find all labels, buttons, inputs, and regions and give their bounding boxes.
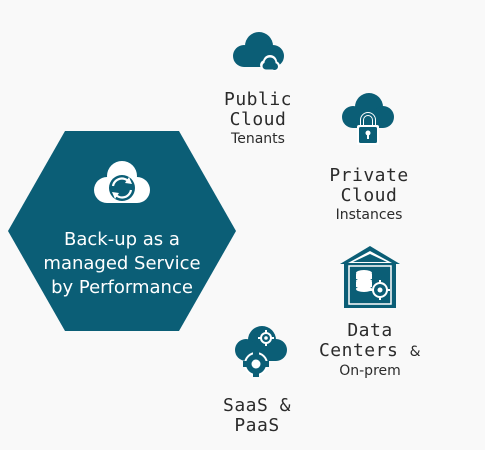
data-centers-title: Data (347, 320, 393, 341)
public-cloud-title: Public (223, 89, 293, 110)
private-cloud-subtitle: Instances (335, 207, 403, 223)
private-cloud-title-2: Cloud (340, 185, 398, 206)
data-centers-label: Data Centers & On-prem (318, 321, 422, 380)
cloud-gears-icon (235, 326, 287, 377)
cloud-icon (233, 32, 284, 71)
central-label-line: Back-up as a (64, 229, 180, 250)
data-centers-ampersand: & (409, 344, 422, 360)
data-centers-title-word: Centers (318, 340, 399, 361)
private-cloud-label: Private Cloud Instances (324, 166, 414, 224)
cloud-lock-icon (342, 93, 394, 145)
saas-paas-label: SaaS & PaaS (212, 396, 302, 436)
cloud-sync-icon (94, 161, 150, 203)
data-centers-title-2: Centers & (318, 341, 422, 362)
public-cloud-subtitle: Tenants (231, 131, 285, 147)
central-label-line: by Performance (51, 277, 193, 298)
central-label: Back-up as a managed Service by Performa… (22, 228, 222, 300)
datacenter-gear-icon (340, 246, 400, 308)
public-cloud-label: Public Cloud Tenants (212, 90, 304, 148)
data-centers-subtitle: On-prem (339, 363, 401, 379)
public-cloud-title-2: Cloud (229, 109, 287, 130)
central-label-line: managed Service (43, 253, 201, 274)
private-cloud-title: Private (329, 165, 409, 186)
saas-paas-title: SaaS & (222, 395, 292, 416)
saas-paas-title-2: PaaS (234, 415, 280, 436)
